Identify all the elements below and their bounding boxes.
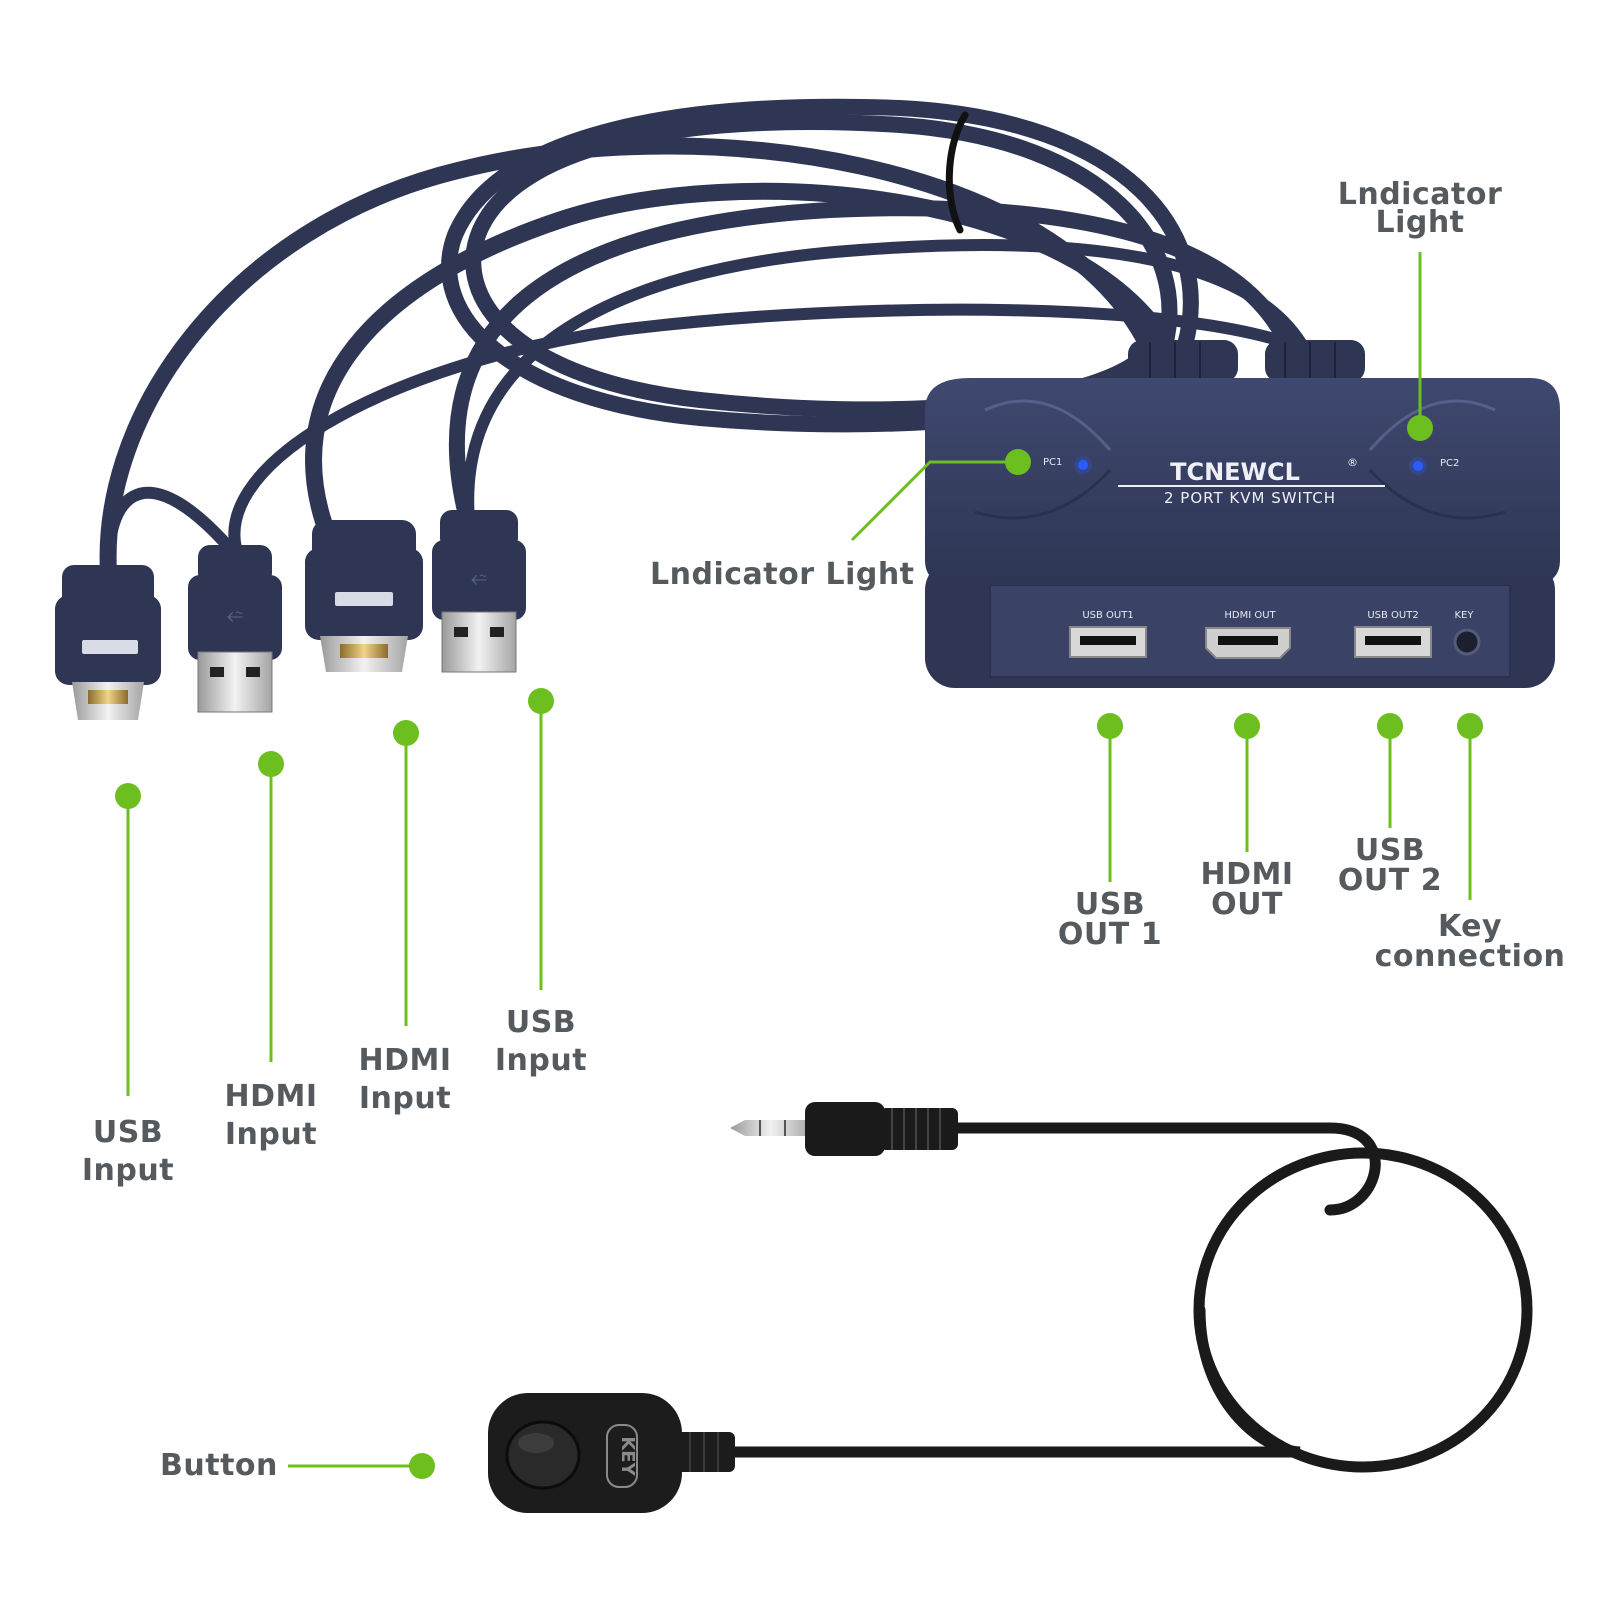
led-pc1 bbox=[1078, 460, 1088, 470]
label-hdmi-input-1: HDMI Input bbox=[224, 1079, 318, 1152]
callout-dot-button bbox=[409, 1453, 435, 1479]
press-button bbox=[505, 1420, 581, 1490]
port-label-hdmi-out: HDMI OUT bbox=[1224, 610, 1276, 621]
hdmi-connector-2 bbox=[305, 520, 423, 672]
port-label-usb-out2: USB OUT2 bbox=[1367, 610, 1418, 621]
label-indicator-light-left: Lndicator Light bbox=[650, 557, 915, 592]
callout-dot-usb-input-1 bbox=[115, 783, 141, 809]
label-button: Button bbox=[160, 1448, 278, 1483]
callout-dot-indicator-top bbox=[1407, 415, 1433, 441]
svg-text:⭉: ⭉ bbox=[227, 603, 243, 627]
callout-dot-usb-input-2 bbox=[528, 688, 554, 714]
kvm-cables bbox=[99, 98, 1316, 599]
callout-lines bbox=[126, 252, 1472, 1468]
kvm-switch-device: TCNEWCL ® 2 PORT KVM SWITCH PC1 PC2 USB … bbox=[925, 378, 1560, 688]
led-pc2 bbox=[1413, 461, 1423, 471]
callout-dot-hdmi-out bbox=[1234, 713, 1260, 739]
port-key-jack bbox=[1453, 628, 1481, 656]
label-key-connection: Key connection bbox=[1374, 909, 1566, 974]
label-usb-input-1: USB Input bbox=[81, 1115, 175, 1188]
svg-text:⭉: ⭉ bbox=[471, 566, 487, 590]
audio-plug bbox=[730, 1102, 958, 1156]
label-usb-out-2: USB OUT 2 bbox=[1337, 833, 1443, 898]
remote-key-text: KEY bbox=[617, 1436, 638, 1476]
led-label-pc2: PC2 bbox=[1440, 458, 1459, 469]
label-hdmi-out: HDMI OUT bbox=[1200, 857, 1294, 922]
callout-dot-key-connection bbox=[1457, 713, 1483, 739]
label-indicator-light-top: Lndicator Light bbox=[1337, 177, 1503, 240]
port-label-usb-out1: USB OUT1 bbox=[1082, 610, 1133, 621]
registered-mark: ® bbox=[1347, 456, 1358, 469]
key-remote-button: KEY bbox=[488, 1393, 735, 1513]
device-brand: TCNEWCL bbox=[1170, 458, 1300, 486]
hdmi-connector-1 bbox=[55, 565, 161, 720]
callout-dot-usb-out-2 bbox=[1377, 713, 1403, 739]
key-remote-cable bbox=[729, 1122, 1533, 1473]
usb-connector-1: ⭉ bbox=[188, 545, 282, 713]
label-usb-input-2: USB Input bbox=[494, 1005, 588, 1078]
callout-dot-hdmi-input-2 bbox=[393, 720, 419, 746]
callout-dots bbox=[115, 415, 1483, 1479]
led-label-pc1: PC1 bbox=[1043, 457, 1062, 468]
device-strain-reliefs bbox=[1128, 340, 1365, 382]
callout-dot-indicator-left bbox=[1005, 449, 1031, 475]
device-model: 2 PORT KVM SWITCH bbox=[1164, 489, 1336, 507]
callout-dot-hdmi-input-1 bbox=[258, 751, 284, 777]
port-label-key: KEY bbox=[1455, 610, 1475, 621]
label-hdmi-input-2: HDMI Input bbox=[358, 1043, 452, 1116]
label-usb-out-1: USB OUT 1 bbox=[1057, 887, 1163, 952]
callout-dot-usb-out-1 bbox=[1097, 713, 1123, 739]
usb-connector-2: ⭉ bbox=[432, 510, 526, 673]
